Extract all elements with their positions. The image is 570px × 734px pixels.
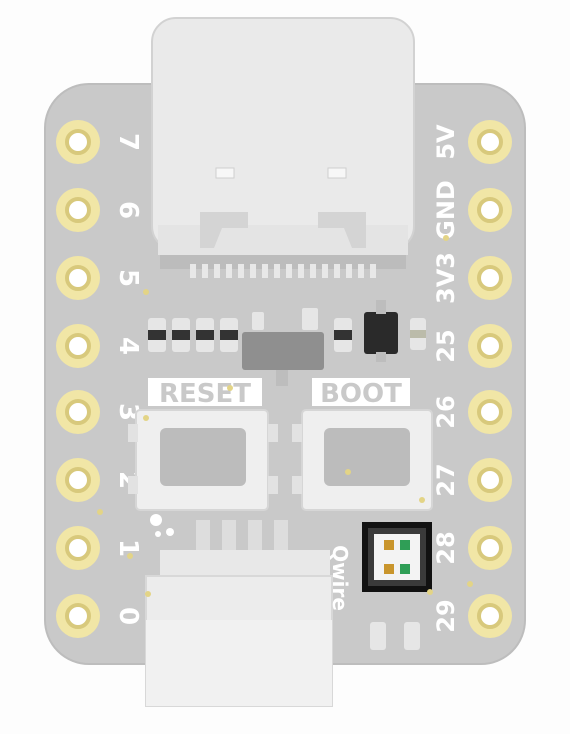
reset-button[interactable]: RESET xyxy=(128,378,278,511)
right-pin-labels: 5V GND 3V3 25 26 27 28 29 xyxy=(432,124,460,633)
left-pin-label: 5 xyxy=(113,269,143,287)
left-pin-label: 7 xyxy=(113,133,143,151)
vias xyxy=(97,235,473,597)
pad-left-7 xyxy=(56,120,100,164)
right-pin-label: 5V xyxy=(432,124,460,160)
pad-left-1 xyxy=(56,526,100,570)
pad-left-3 xyxy=(56,390,100,434)
pad-right-26 xyxy=(468,390,512,434)
right-pin-label: 26 xyxy=(432,395,460,428)
right-pin-label: 28 xyxy=(432,531,460,564)
left-pin-pads xyxy=(56,120,100,638)
usb-c-icon xyxy=(151,17,415,278)
pad-right-28 xyxy=(468,526,512,570)
led-icon xyxy=(362,522,432,592)
pad-right-25 xyxy=(468,324,512,368)
pad-right-gnd xyxy=(468,188,512,232)
chip-icon xyxy=(242,300,398,386)
left-pin-label: 6 xyxy=(113,201,143,219)
right-pin-label: 29 xyxy=(432,599,460,632)
left-pin-label: 0 xyxy=(113,607,143,625)
right-pin-label: 3V3 xyxy=(432,252,460,304)
boot-button[interactable]: BOOT xyxy=(292,378,433,511)
left-pin-label: 1 xyxy=(113,539,143,557)
pad-left-2 xyxy=(56,458,100,502)
pad-left-5 xyxy=(56,256,100,300)
left-pin-label: 4 xyxy=(113,337,143,355)
right-pin-label: GND xyxy=(432,180,460,240)
bottom-passives xyxy=(370,622,420,650)
pad-left-4 xyxy=(56,324,100,368)
pad-left-6 xyxy=(56,188,100,232)
right-pin-pads xyxy=(468,120,512,638)
boot-button-label: BOOT xyxy=(320,379,402,409)
stemma-logo-icon xyxy=(150,514,174,537)
right-pin-label: 25 xyxy=(432,329,460,362)
stemma-connector-icon: Qwire xyxy=(145,514,352,707)
pad-right-5v xyxy=(468,120,512,164)
reset-button-label: RESET xyxy=(159,379,251,409)
right-pin-label: 27 xyxy=(432,463,460,496)
passive-components xyxy=(148,308,426,352)
pad-right-3v3 xyxy=(468,256,512,300)
pad-right-27 xyxy=(468,458,512,502)
pad-left-0 xyxy=(56,594,100,638)
qwire-label: Qwire xyxy=(328,545,352,611)
pad-right-29 xyxy=(468,594,512,638)
